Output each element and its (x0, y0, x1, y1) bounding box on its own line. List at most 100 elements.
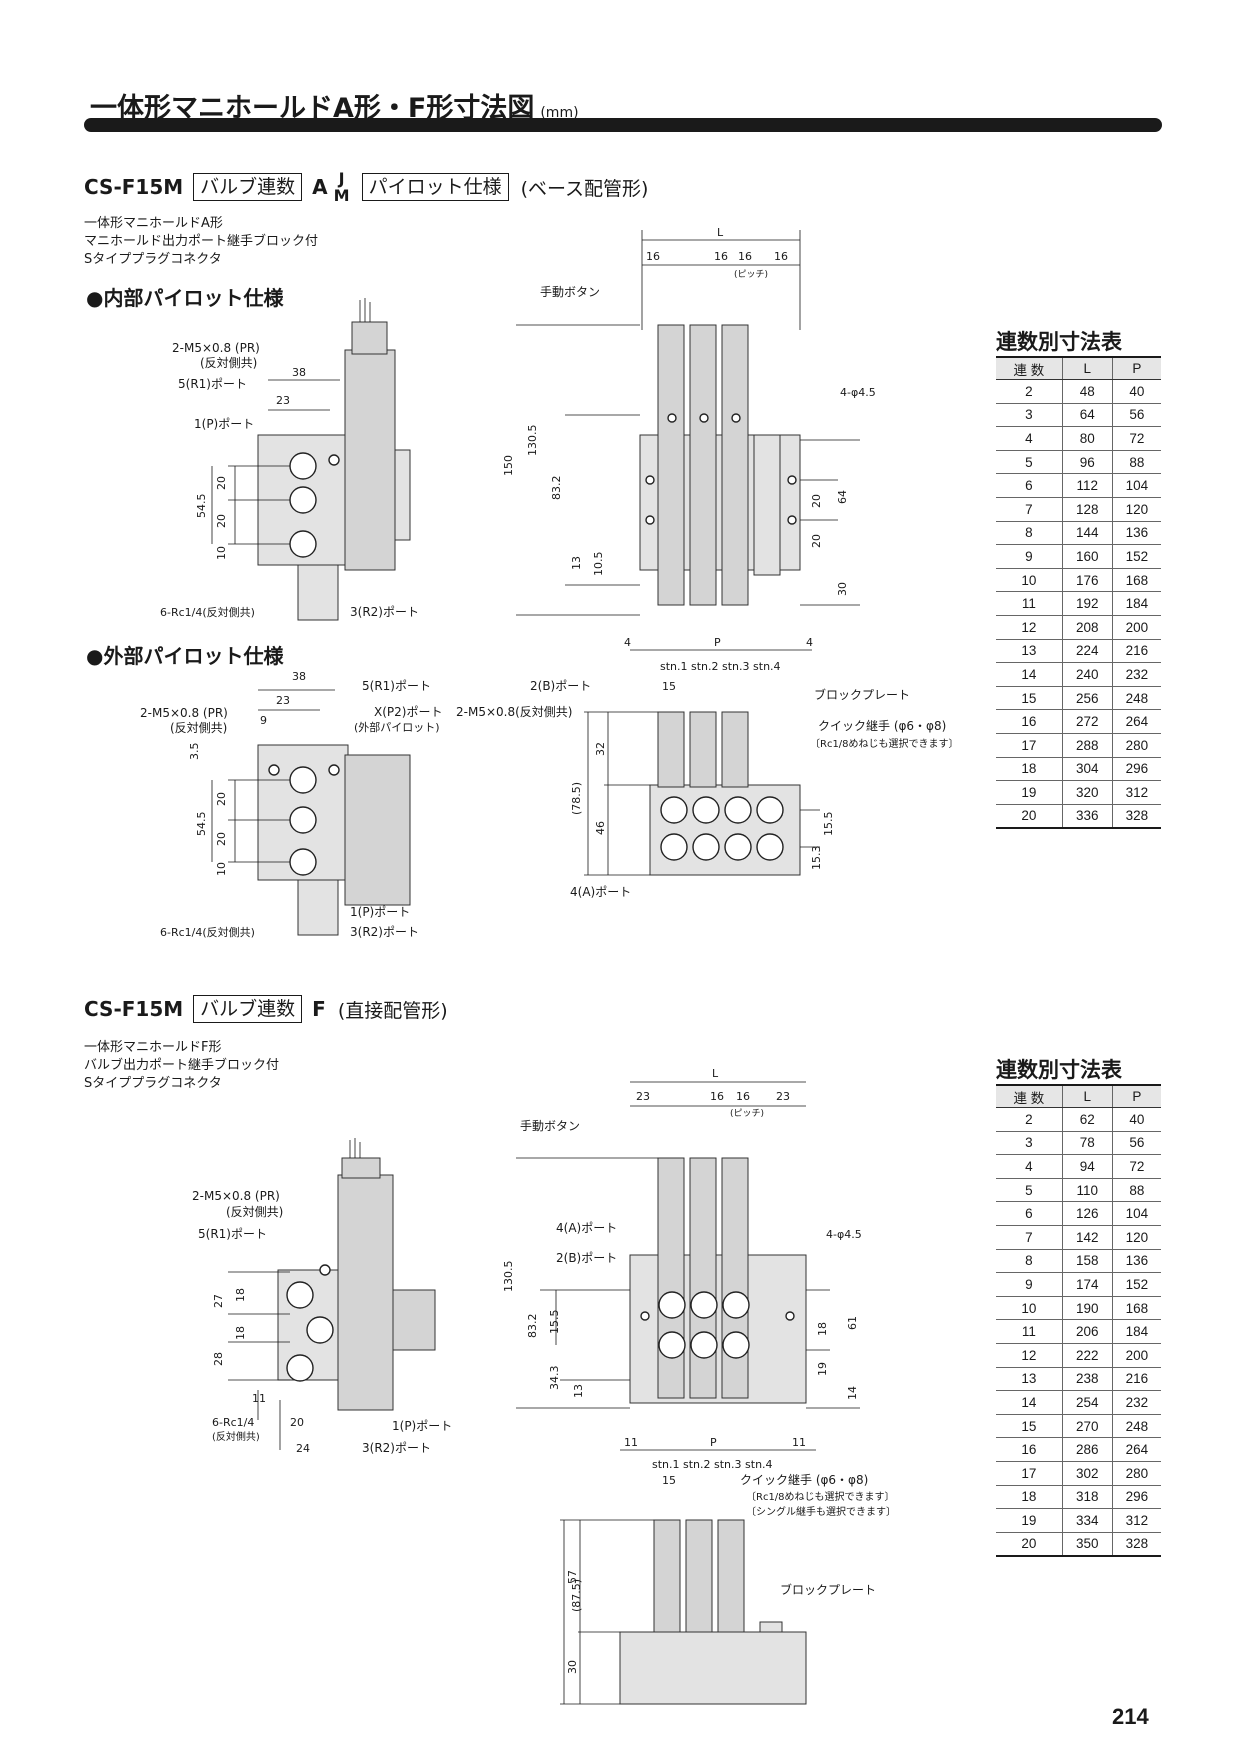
table-cell: 9 (996, 1272, 1063, 1297)
valve-body (337, 1174, 394, 1411)
dim-18: 18 (816, 1322, 829, 1336)
table-cell: 144 (1061, 521, 1113, 546)
table-cell: 318 (1061, 1485, 1113, 1510)
label-x-port: X(P2)ポート (374, 705, 442, 719)
port-circle (289, 848, 317, 876)
desc-line: マニホールド出力ポート継手ブロック付 (84, 234, 319, 249)
dim-15-5: 15.5 (822, 812, 835, 837)
table-cell: 248 (1111, 686, 1161, 711)
table-cell: 62 (1061, 1107, 1113, 1132)
table-cell: 56 (1111, 403, 1161, 428)
table-cell: 112 (1061, 473, 1113, 498)
table-cell: 192 (1061, 591, 1113, 616)
fitting-block (297, 879, 339, 936)
dim-4: 4 (806, 636, 813, 649)
label-hole: 4-φ4.5 (840, 386, 876, 399)
fitting-block (392, 1289, 436, 1351)
dim-15: 15 (662, 1474, 676, 1487)
table-cell: 286 (1061, 1437, 1113, 1462)
table-cell: 200 (1111, 615, 1161, 640)
table-cell: 168 (1111, 1296, 1161, 1321)
table-cell: 280 (1111, 733, 1161, 758)
label-rc: 6-Rc1/4(反対側共) (160, 925, 255, 939)
dim-18: 18 (234, 1288, 247, 1302)
fitting (756, 833, 784, 861)
valve-body (344, 754, 411, 906)
dim-lines (211, 379, 340, 545)
dim-23: 23 (276, 694, 290, 707)
table-cell: 20 (996, 804, 1063, 830)
page-number: 214 (1112, 1704, 1149, 1729)
valve-front (653, 1519, 681, 1633)
table-cell: 18 (996, 757, 1063, 782)
dim-11: 11 (252, 1392, 266, 1405)
desc-line: Sタイププラグコネクタ (84, 1076, 222, 1091)
dim-15-5: 15.5 (548, 1310, 561, 1335)
label-a-port: 4(A)ポート (556, 1221, 617, 1235)
table-cell: 158 (1061, 1249, 1113, 1274)
table-cell: 14 (996, 662, 1063, 687)
dim-15: 15 (662, 680, 676, 693)
dim-28: 28 (212, 1352, 225, 1366)
dim-15-3: 15.3 (810, 846, 823, 871)
label-rc1: 6-Rc1/4 (212, 1416, 254, 1429)
label-rc18: 〔Rc1/8めねじも選択できます〕 (810, 737, 959, 750)
manual-button (667, 413, 677, 423)
fitting (724, 796, 752, 824)
table-cell: 78 (1061, 1131, 1113, 1156)
label-ext-pilot: (外部パイロット) (354, 720, 440, 734)
model-code: CS-F15M (84, 175, 184, 199)
table-cell: 208 (1061, 615, 1113, 640)
dim-30: 30 (566, 1660, 579, 1674)
dim-10-5: 10.5 (592, 552, 605, 577)
table-cell: 16 (996, 1437, 1063, 1462)
table-cell: 18 (996, 1485, 1063, 1510)
table-cell: 320 (1061, 780, 1113, 805)
drawing-a-front-view: 2(B)ポート 15 ブロックプレート クイック継手 (φ6・φ8) 〔Rc1/… (530, 679, 959, 899)
table-cell: 94 (1061, 1154, 1113, 1179)
dim-16: 16 (736, 1090, 750, 1103)
dim-3-5: 3.5 (188, 743, 201, 761)
table-cell: 240 (1061, 662, 1113, 687)
table-cell: 104 (1111, 473, 1161, 498)
label-m5-h: 2-M5×0.8(反対側共) (456, 705, 572, 719)
label-hantai: (反対側共) (200, 356, 257, 370)
desc-line: 一体形マニホールドA形 (84, 216, 223, 231)
table-cell: 222 (1061, 1343, 1113, 1368)
table-cell: 110 (1061, 1178, 1113, 1203)
label-rc: 6-Rc1/4(反対側共) (160, 605, 255, 619)
table-a-title: 連数別寸法表 (996, 330, 1122, 354)
table-cell: 4 (996, 426, 1063, 451)
valve-stn2 (689, 324, 717, 606)
table-cell: 88 (1111, 1178, 1161, 1203)
table-cell: 96 (1061, 450, 1113, 475)
table-cell: 256 (1061, 686, 1113, 711)
label-a-port: 4(A)ポート (570, 885, 631, 899)
mount-hole (640, 1311, 650, 1321)
dim-18: 18 (234, 1326, 247, 1340)
dim-130-5: 130.5 (502, 1261, 515, 1293)
table-cell: 184 (1111, 1319, 1161, 1344)
table-cell: 264 (1111, 1437, 1161, 1462)
col-header: 連 数 (996, 356, 1063, 380)
x-port (328, 764, 340, 776)
table-cell: 174 (1061, 1272, 1113, 1297)
dim-P: P (710, 1436, 717, 1449)
dim-83-2: 83.2 (550, 476, 563, 501)
table-cell: 17 (996, 1461, 1063, 1486)
dim-34-3: 34.3 (548, 1366, 561, 1391)
table-cell: 20 (996, 1532, 1063, 1558)
dim-23: 23 (276, 394, 290, 407)
dim-87-5: (87.5) (570, 1579, 583, 1612)
